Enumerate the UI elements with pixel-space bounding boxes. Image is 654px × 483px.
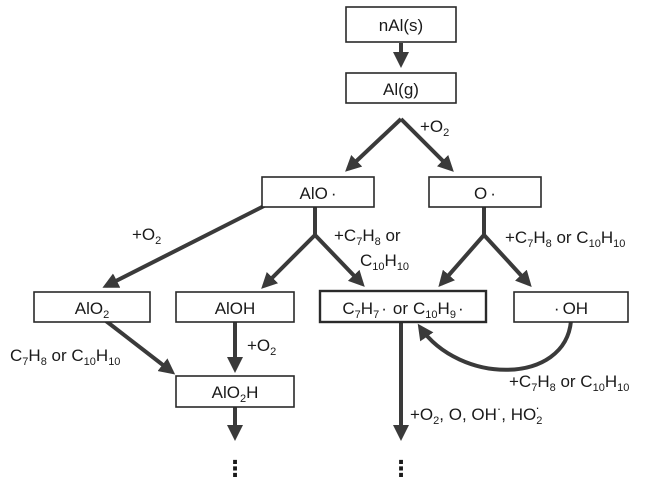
node-nal: nAl(s) <box>345 6 457 43</box>
edge-alo-to-c7h7 <box>313 233 365 287</box>
label-hydrocarbon-loop: +C7H8 or C10H10 <box>509 372 629 394</box>
continuation-dots-right: ⋮ <box>390 457 412 482</box>
continuation-dots-left: ⋮ <box>224 457 246 482</box>
label-o2-from-alo: +O2 <box>132 225 161 247</box>
node-o: O· <box>428 176 542 208</box>
edges <box>102 43 573 441</box>
label-o2-from-alg: +O2 <box>420 117 449 139</box>
node-alo-label: AlO· <box>299 184 336 203</box>
node-alo2: AlO2 <box>33 291 151 323</box>
node-alg: Al(g) <box>345 72 457 104</box>
edge-oh-loop-to-c7h7 <box>417 320 573 372</box>
node-alo2h: AlO2H <box>175 375 295 408</box>
node-alg-label: Al(g) <box>383 80 419 99</box>
label-hydrocarbon-from-alo-line1: +C7H8 or <box>334 226 401 248</box>
node-o-label: O· <box>474 184 496 203</box>
node-alo: AlO· <box>261 176 375 208</box>
edge-o-to-c7h7 <box>438 233 486 288</box>
node-alo2-label: AlO2 <box>75 299 109 321</box>
node-oh-label: ·OH <box>554 299 588 318</box>
edge-alg-to-alo <box>345 117 403 172</box>
node-oh: ·OH <box>513 291 629 323</box>
edge-alg-to-o <box>399 117 454 172</box>
edge-alo-to-aloh <box>261 233 317 289</box>
label-hydrocarbon-from-o: +C7H8 or C10H10 <box>505 228 625 250</box>
label-hydrocarbon-to-alo2h: C7H8 or C10H10 <box>10 346 120 368</box>
label-oxidizers-from-radicals: +O2, O, OH·, HO2· <box>410 400 542 427</box>
node-aloh: AlOH <box>175 291 295 323</box>
label-hydrocarbon-from-alo-line2: C10H10 <box>360 251 409 273</box>
edge-o-to-oh <box>482 233 532 287</box>
node-alo2h-label: AlO2H <box>212 383 259 405</box>
node-aloh-label: AlOH <box>215 299 256 318</box>
edge-alo2-to-alo2h <box>104 319 176 375</box>
edge-alo-to-alo2 <box>102 204 265 288</box>
label-o2-from-aloh: +O2 <box>247 336 276 358</box>
node-nal-label: nAl(s) <box>379 16 423 35</box>
